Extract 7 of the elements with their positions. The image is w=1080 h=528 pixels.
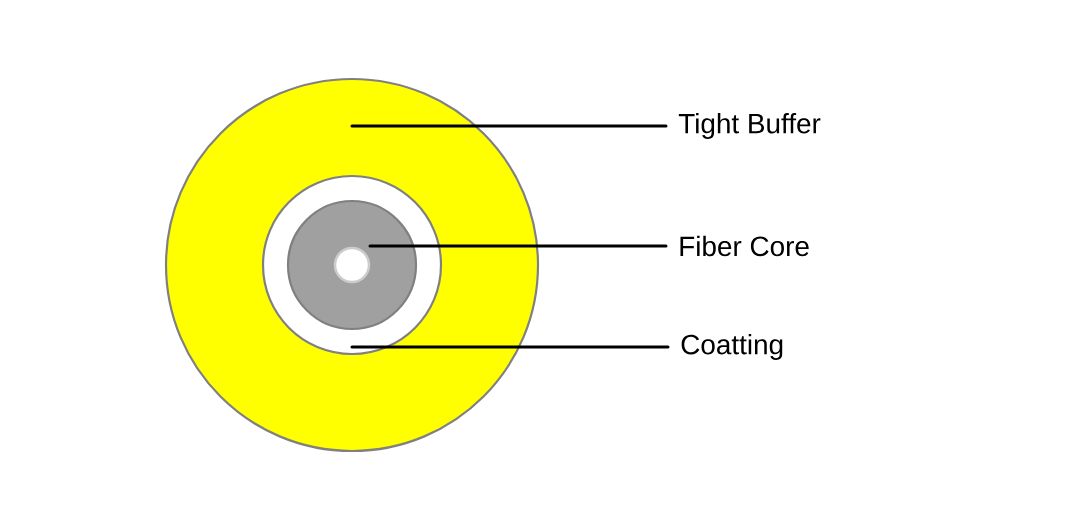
leader-line	[350, 345, 670, 349]
label-text: Fiber Core	[680, 235, 809, 257]
core-circle	[286, 199, 418, 331]
leader-line	[368, 244, 668, 248]
label-text: Tight Buffer	[678, 113, 821, 139]
leader-line	[350, 124, 668, 128]
label-text: Coatting	[681, 334, 783, 360]
